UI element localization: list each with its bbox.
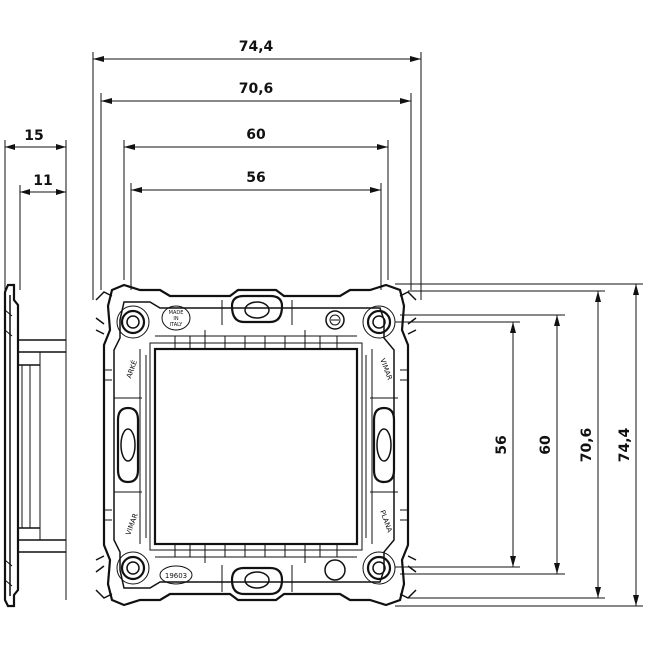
slot-bottom (221, 565, 293, 596)
frame-markings: MADE IN ITALY ARKÉ VIMAR VIMAR PLANA 196… (124, 305, 394, 585)
dim-label-56-top: 56 (246, 170, 265, 186)
earth-mark (325, 310, 345, 330)
right-dimensions: 56 60 70,6 74,4 (395, 283, 643, 607)
screw-hole-top-right (362, 305, 396, 339)
mark-code: 19603 (165, 572, 187, 580)
central-aperture (153, 347, 359, 546)
mark-plana: PLANA (378, 509, 393, 534)
dim-label-70-6-top: 70,6 (239, 81, 274, 97)
mark-italy: ITALY (170, 322, 184, 328)
mark-brand-right: VIMAR (378, 357, 393, 381)
dim-label-60-top: 60 (246, 127, 266, 143)
top-dimensions: 74,4 70,6 60 56 (92, 39, 422, 300)
screw-hole-bottom-left (116, 551, 150, 585)
mark-brand-left: VIMAR (125, 512, 140, 536)
slot-right (370, 397, 398, 493)
dim-label-60-right: 60 (538, 435, 554, 455)
slot-top (221, 294, 293, 325)
dim-label-74-4-top: 74,4 (239, 39, 274, 55)
side-profile-view (3, 283, 66, 608)
front-view-frame (95, 283, 417, 607)
side-dimensions: 15 11 (4, 128, 67, 600)
dim-label-11: 11 (33, 173, 52, 189)
mark-made: MADE (169, 310, 184, 316)
dim-label-74-4-right: 74,4 (617, 427, 633, 462)
dim-label-70-6-right: 70,6 (579, 428, 595, 463)
mark-in: IN (173, 316, 178, 322)
bottom-round-boss (324, 559, 346, 581)
screw-hole-bottom-right (362, 551, 396, 585)
dim-label-15: 15 (24, 128, 43, 144)
screw-hole-top-left (116, 305, 150, 339)
mark-arke: ARKÉ (124, 359, 139, 380)
dim-label-56-right: 56 (494, 435, 510, 454)
slot-left (114, 397, 142, 493)
